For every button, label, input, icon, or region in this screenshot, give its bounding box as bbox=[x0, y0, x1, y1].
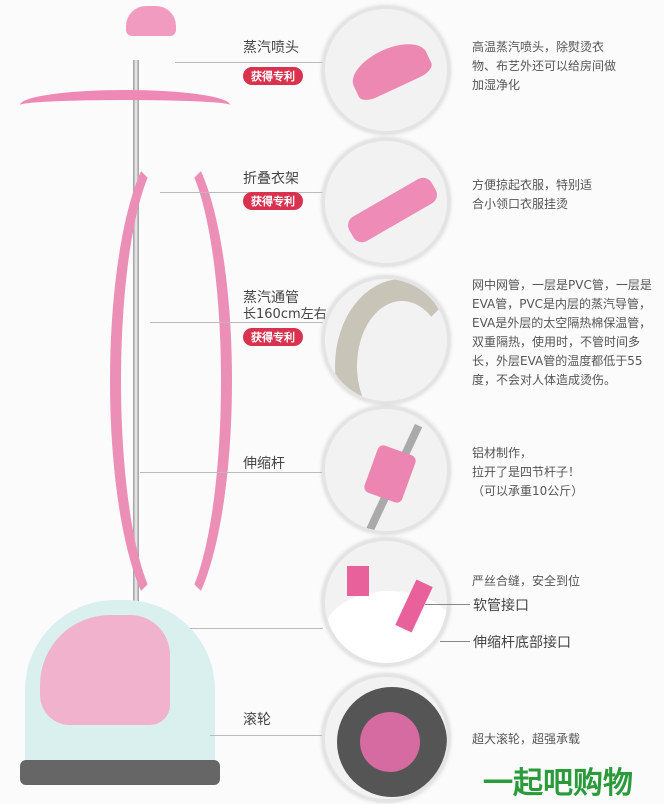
patent-badge: 获得专利 bbox=[243, 328, 303, 346]
hose bbox=[110, 140, 232, 622]
wheel-closeup bbox=[322, 674, 450, 802]
feature-desc: 高温蒸汽喷头，除熨烫衣物、布艺外还可以给房间做加湿净化 bbox=[472, 40, 617, 92]
feature-desc: 铝材制作， 拉开了是四节杆子！ （可以承重10公斤） bbox=[472, 444, 657, 501]
leader-line bbox=[210, 735, 323, 736]
hose-connector-callout: 软管接口 bbox=[473, 598, 529, 614]
patent-badge: 获得专利 bbox=[243, 67, 303, 85]
hanger bbox=[20, 90, 230, 120]
feature-title: 滚轮 bbox=[243, 712, 271, 728]
steam-head bbox=[126, 6, 176, 36]
water-tank bbox=[40, 615, 170, 725]
feature-title: 蒸汽喷头 bbox=[243, 40, 299, 56]
hanger-closeup bbox=[322, 138, 450, 266]
callout-line bbox=[440, 641, 470, 642]
leader-line bbox=[160, 192, 323, 193]
feature-title: 蒸汽通管 bbox=[243, 290, 299, 306]
leader-line bbox=[150, 322, 323, 323]
desc-line: 拉开了是四节杆子！ bbox=[472, 465, 581, 479]
feature-desc: 超大滚轮，超强承载 bbox=[472, 732, 581, 746]
desc-line: （可以承重10公斤） bbox=[472, 484, 584, 498]
leader-line bbox=[175, 62, 323, 63]
connector-closeup bbox=[322, 538, 450, 666]
feature-desc: 严丝合缝，安全到位 bbox=[472, 574, 581, 588]
leader-line bbox=[190, 628, 323, 629]
hose-closeup bbox=[322, 276, 450, 404]
leader-line bbox=[140, 472, 323, 473]
watermark-logo: 一起吧购物 bbox=[483, 766, 633, 801]
pole-closeup bbox=[322, 406, 450, 534]
feature-subtitle: 长160cm左右 bbox=[243, 307, 327, 322]
desc-line: 铝材制作， bbox=[472, 446, 533, 460]
base-bottom bbox=[20, 760, 220, 785]
patent-badge: 获得专利 bbox=[243, 192, 303, 210]
feature-title: 伸缩杆 bbox=[243, 456, 285, 472]
feature-title: 折叠衣架 bbox=[243, 171, 299, 187]
pole-base-connector-callout: 伸缩杆底部接口 bbox=[473, 635, 571, 651]
callout-line bbox=[425, 604, 470, 605]
steam-head-closeup bbox=[322, 6, 450, 134]
feature-desc: 方便掠起衣服，特别适合小领口衣服挂烫 bbox=[472, 178, 593, 211]
feature-desc: 网中网管，一层是PVC管，一层是EVA管，PVC是内层的蒸汽导管，EVA是外层的… bbox=[472, 278, 652, 387]
